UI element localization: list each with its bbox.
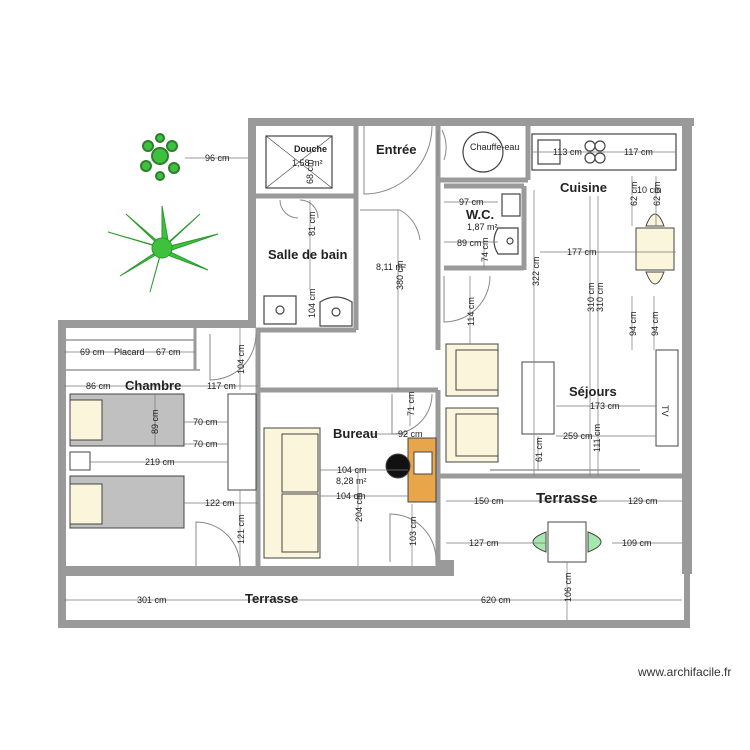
- door-wc: [441, 129, 447, 161]
- kitchen-chair: [645, 213, 665, 227]
- dim-label: 69 cm: [80, 347, 105, 357]
- dim-label: 89 cm: [150, 409, 160, 434]
- dim-label: 301 cm: [137, 595, 167, 605]
- area-bureau: 8,28 m²: [336, 476, 367, 486]
- coffee-table: [521, 361, 555, 435]
- dim-label: 70 cm: [193, 417, 218, 427]
- office-chair: [385, 453, 411, 479]
- dim-label: 61 cm: [534, 437, 544, 462]
- dim-label: 113 cm: [553, 147, 582, 157]
- dim-label: 117 cm: [207, 381, 236, 391]
- dim-label: 150 cm: [474, 496, 504, 506]
- room-label-entree: Entrée: [376, 142, 416, 157]
- door-chambre-top: [209, 333, 257, 381]
- hob-icon: [584, 140, 596, 152]
- dim-label: 380 cm: [395, 260, 405, 290]
- dim-label: 71 cm: [406, 391, 416, 416]
- wardrobe: [227, 393, 257, 491]
- dim-label: 86 cm: [86, 381, 111, 391]
- room-label-sejours: Séjours: [569, 384, 617, 399]
- dim-label: 67 cm: [156, 347, 181, 357]
- dim-label: 62 cm: [652, 181, 662, 206]
- dim-label: 620 cm: [481, 595, 511, 605]
- door-bureau-bottom: [389, 513, 437, 563]
- dim-label: 121 cm: [236, 514, 246, 544]
- dim-label: 177 cm: [567, 247, 597, 257]
- nightstand: [69, 451, 91, 471]
- wc-sink-icon: [501, 193, 521, 217]
- dim-label: 103 cm: [408, 516, 418, 546]
- terrace-table: [547, 521, 587, 563]
- water-heater-icon: [462, 131, 504, 173]
- tv-label: TV: [660, 405, 670, 417]
- dim-label: 322 cm: [531, 256, 541, 286]
- dim-label: 62 cm: [629, 181, 639, 206]
- walls: [58, 118, 694, 628]
- kitchen-table: [635, 227, 675, 271]
- dim-label: 97 cm: [459, 197, 484, 207]
- dim-douche: 68 cm: [305, 159, 315, 184]
- furniture: [69, 213, 679, 563]
- dim-label: 204 cm: [354, 492, 364, 522]
- dim-label: 117 cm: [624, 147, 653, 157]
- door-bain: [360, 209, 421, 241]
- kitchen-chair: [645, 271, 665, 285]
- dimension-labels: 96 cm 81 cm 104 cm 380 cm 97 cm 89 cm 74…: [80, 147, 662, 605]
- dim-label: 81 cm: [307, 211, 317, 236]
- room-label-salle-de-bain: Salle de bain: [268, 247, 348, 262]
- dim-label: 114 cm: [466, 297, 476, 326]
- dim-label: 74 cm: [480, 237, 490, 262]
- palm-plant-icon: [107, 205, 219, 293]
- tv-cabinet: [655, 349, 679, 447]
- room-label-chambre: Chambre: [125, 378, 181, 393]
- dim-label: 310 cm: [595, 282, 605, 312]
- keyboard-icon: [413, 451, 433, 475]
- dim-label: 219 cm: [145, 457, 175, 467]
- area-douche: 1,58 m²: [292, 158, 323, 168]
- dim-label: 104 cm: [336, 491, 366, 501]
- dim-label: 92 cm: [398, 429, 423, 439]
- room-label-wc: W.C.: [466, 207, 494, 222]
- dim-label: 111 cm: [592, 424, 602, 452]
- wc-toilet-icon: [493, 227, 519, 255]
- room-label-chauffe-eau: Chauffe-eau: [470, 142, 519, 152]
- dim-label: 94 cm: [650, 311, 660, 336]
- door-entree: [363, 125, 433, 195]
- room-label-bureau: Bureau: [333, 426, 378, 441]
- room-label-placard: Placard: [114, 347, 145, 357]
- small-plant-icon: [140, 133, 180, 181]
- dim-label: 70 cm: [193, 439, 218, 449]
- terrace-chair: [587, 531, 602, 553]
- dim-label: 104 cm: [236, 344, 246, 374]
- interior-walls: [64, 126, 682, 566]
- dim-label: 96 cm: [205, 153, 230, 163]
- dim-label: 89 cm: [457, 238, 482, 248]
- area-entree: 8,11 m²: [376, 262, 406, 272]
- dim-label: 106 cm: [563, 572, 573, 602]
- area-wc: 1,87 m²: [467, 222, 498, 232]
- dim-label: 109 cm: [622, 538, 652, 548]
- terrace-chair: [532, 531, 547, 553]
- door-bain-double: [279, 199, 319, 219]
- dim-label: 173 cm: [590, 401, 620, 411]
- door-sejour: [443, 275, 491, 323]
- dim-label: 94 cm: [628, 311, 638, 336]
- dim-label: 127 cm: [469, 538, 499, 548]
- watermark[interactable]: www.archifacile.fr: [638, 665, 732, 679]
- room-label-cuisine: Cuisine: [560, 180, 607, 195]
- dim-label: 104 cm: [337, 465, 367, 475]
- dim-label: 122 cm: [205, 498, 235, 508]
- dimension-lines: [64, 151, 682, 620]
- dim-label: 104 cm: [307, 288, 317, 318]
- room-label-douche: Douche: [294, 144, 327, 154]
- dim-label: 10 cm: [637, 185, 662, 195]
- dim-label: 129 cm: [628, 496, 658, 506]
- dim-label: 259 cm: [563, 431, 593, 441]
- door-chambre-bottom: [195, 521, 241, 567]
- dim-label: 310 cm: [586, 282, 596, 312]
- doors: [195, 125, 491, 567]
- room-label-terrasse-south: Terrasse: [245, 591, 298, 606]
- room-label-terrasse-east: Terrasse: [536, 490, 597, 507]
